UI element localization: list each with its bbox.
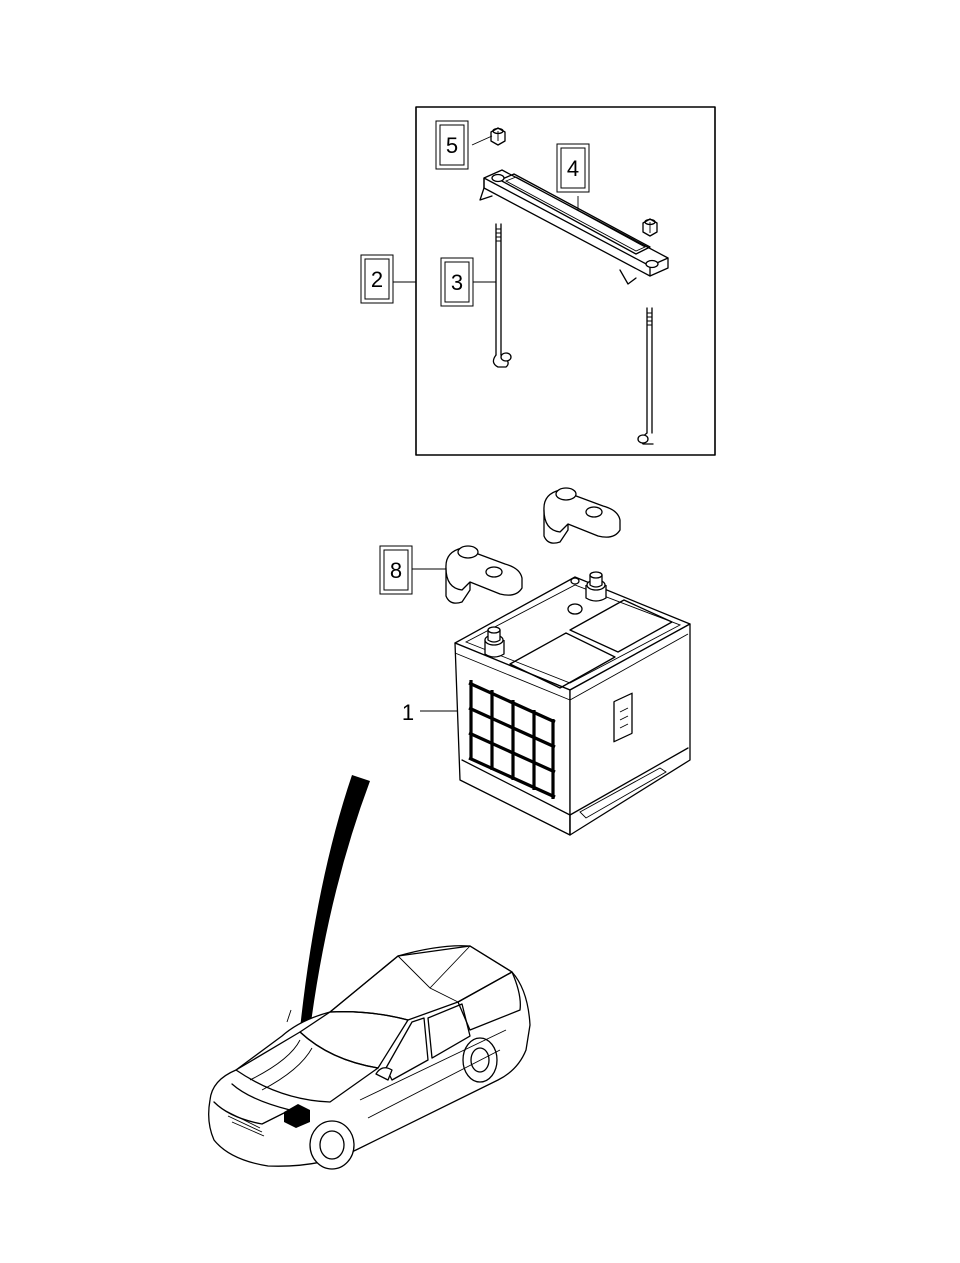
callout-box-inner [383,549,409,591]
callouts-layer: 1 2 3 4 5 8 [360,120,590,725]
callout-1: 1 [402,700,414,725]
callout-label: 2 [371,267,383,292]
terminal-cover-negative-part-8 [445,545,523,604]
callout-2: 2 [360,254,394,304]
vehicle-location-view [208,945,531,1170]
nut-part-5-left [490,127,506,146]
callout-label: 5 [446,133,458,158]
callout-label: 1 [402,700,414,725]
callout-label: 3 [451,270,463,295]
j-bolt-part-3-left [492,223,512,368]
callout-box-inner [439,124,465,166]
hold-down-bar-part-4 [479,169,669,285]
nut-part-5-right [642,218,658,237]
callout-label: 4 [567,156,579,181]
hold-down-kit-frame [393,106,716,456]
battery-part-1 [454,571,691,836]
callout-3: 3 [440,257,474,307]
callout-box-inner [364,258,390,300]
callout-box-inner [444,261,470,303]
callout-5: 5 [435,120,469,170]
j-bolt-part-3-right [637,307,654,445]
callout-box-inner [560,147,586,189]
callout-8: 8 [379,545,413,595]
callout-label: 8 [390,558,402,583]
terminal-cover-positive [543,487,621,544]
callout-4: 4 [556,143,590,193]
